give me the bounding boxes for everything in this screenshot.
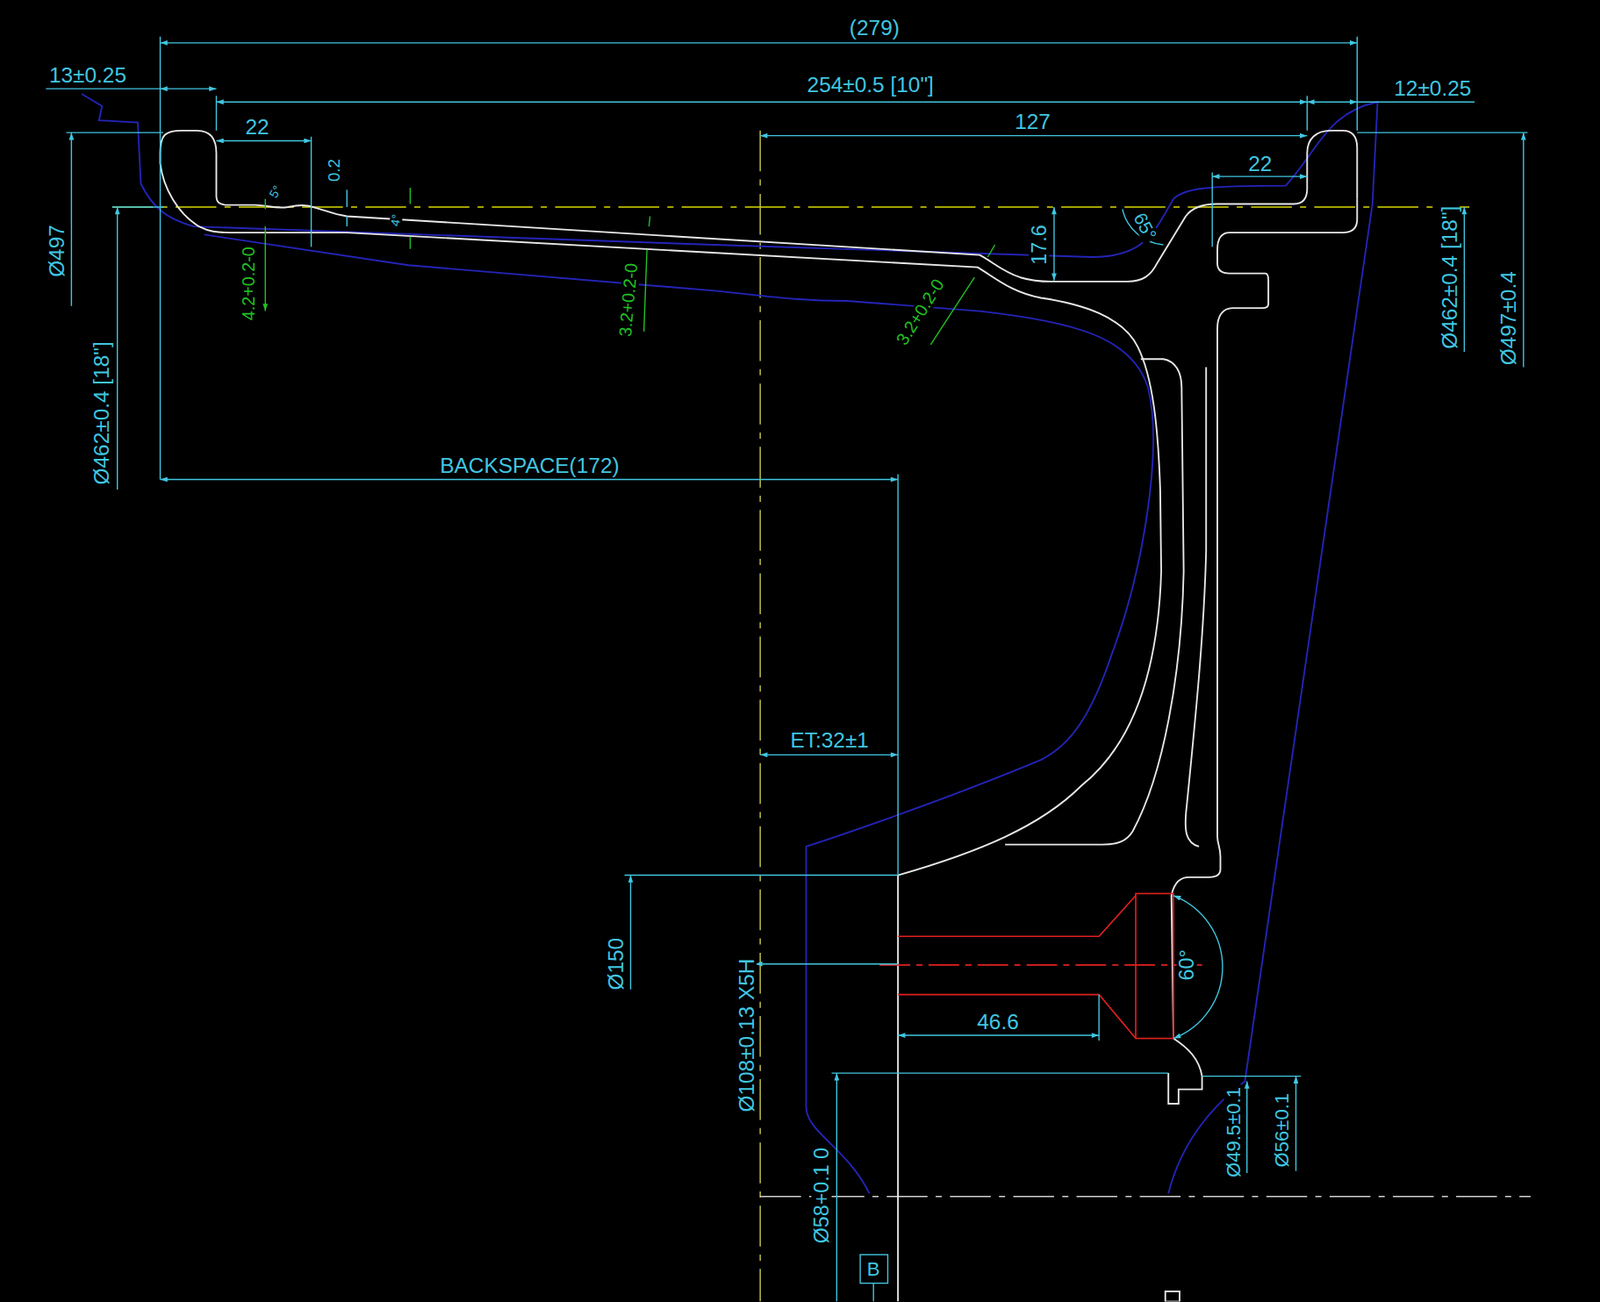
extension-line (160, 36, 1358, 481)
dimension-text: 3.2+0.2-0 (616, 260, 640, 340)
hub-mounting-face (896, 875, 899, 1302)
dimension-text: Ø49.5±0.1 (1224, 1085, 1244, 1181)
bolt-hole-axis (879, 964, 1202, 967)
dimension-line (215, 140, 311, 142)
dimension-line (215, 101, 1307, 103)
dimension-line (897, 1034, 1099, 1036)
extension-line (112, 206, 164, 208)
extension-line (1356, 131, 1528, 133)
dimension-line (160, 87, 217, 89)
dimension-text: Ø497±0.4 (1497, 269, 1519, 368)
dimension-text: 60° (1176, 947, 1198, 983)
extension-line (832, 1072, 1170, 1074)
thickness-dimension-line (644, 215, 651, 331)
rim-inner-line (160, 152, 1163, 876)
extension-line (1212, 172, 1213, 247)
rim-center-line (759, 130, 761, 1302)
dimension-line (1212, 175, 1307, 177)
extension-line (310, 136, 312, 248)
dimension-line (1463, 207, 1465, 352)
thickness-dimensions (265, 187, 995, 345)
spoke-pocket (1004, 358, 1184, 845)
dimension-line (1246, 1081, 1248, 1174)
dimension-line (836, 1073, 838, 1302)
dimension-line (1295, 1076, 1297, 1172)
dimension-text: 12±0.25 (1391, 77, 1474, 99)
spoke-face (1168, 199, 1357, 1105)
dimension-text: 22 (1246, 152, 1275, 174)
dimension-text: 5° (265, 181, 285, 202)
angle-dimension-arc (1173, 896, 1223, 1040)
wheel-axis (760, 1196, 1531, 1198)
dimension-line (160, 479, 899, 481)
bolt-hole-counterbore (1135, 893, 1174, 1039)
extension-line (896, 474, 898, 876)
blank-outer-line (81, 93, 1378, 1194)
dimension-line (630, 875, 632, 991)
dimension-line (1306, 101, 1357, 103)
bolt-hole-bore (897, 896, 1136, 1040)
extension-line (624, 875, 899, 876)
dimension-line (1053, 207, 1055, 281)
dimension-line (760, 754, 898, 756)
extension-line (215, 95, 1307, 131)
dimension-text: Ø150 (604, 935, 626, 992)
dimension-text: Ø58+0.1 0 (810, 1146, 832, 1247)
dimension-text: Ø497 (45, 222, 67, 280)
datum-letter: B (865, 1259, 883, 1279)
spoke-face-pocket (1185, 367, 1207, 847)
extension-line (1202, 1076, 1302, 1077)
dimension-text: BACKSPACE(172) (437, 454, 622, 476)
dimension-text: 22 (243, 115, 272, 137)
dimension-line (760, 135, 1307, 137)
datum-box (860, 1255, 888, 1285)
dimension-line (1522, 132, 1524, 367)
dimension-line (346, 189, 348, 227)
dimension-text: 0.2 (326, 157, 344, 185)
dimension-text: Ø56±0.1 (1271, 1091, 1292, 1170)
dimension-line (116, 207, 118, 490)
dimension-text: 4° (388, 211, 404, 230)
dimension-line (71, 132, 72, 307)
dimension-text: 46.6 (975, 1011, 1021, 1033)
extension-line (754, 963, 898, 965)
thickness-dimension-line (265, 199, 266, 312)
dimension-text: Ø462±0.4 [18"] (90, 339, 112, 488)
extension-line (1097, 995, 1099, 1041)
dimension-text: (279) (847, 16, 903, 38)
dimension-line (160, 42, 1358, 44)
wheel-profile (160, 130, 1358, 1302)
hub-detail (1165, 1291, 1180, 1302)
dimension-text: Ø108±0.13 X5H (735, 956, 757, 1115)
rim-outer-line (160, 130, 1358, 282)
dimension-line (1356, 101, 1475, 103)
thickness-dimension-line (409, 187, 411, 250)
datum-leader (873, 1284, 875, 1302)
dimension-lines (45, 36, 1528, 1302)
dimension-text: 65° (1129, 208, 1162, 245)
dimension-line (45, 87, 160, 89)
dimension-text: 17.6 (1028, 222, 1049, 267)
center-lines (112, 130, 1531, 1302)
bolt-hole (879, 893, 1202, 1039)
blank-inner-line (204, 234, 1154, 1194)
dimension-text: 3.2+0.2-0 (892, 274, 949, 351)
dimension-text: 4.2+0.2-0 (240, 244, 259, 323)
blank-outline (81, 93, 1378, 1194)
extension-line (66, 131, 164, 133)
dimension-text: 13±0.25 (47, 64, 130, 86)
dimension-text: ET:32±1 (788, 729, 871, 751)
dimension-text: Ø462±0.4 [18"] (1438, 203, 1460, 352)
dimension-text: 127 (1012, 110, 1053, 132)
dimension-text: 254±0.5 [10"] (804, 73, 936, 95)
